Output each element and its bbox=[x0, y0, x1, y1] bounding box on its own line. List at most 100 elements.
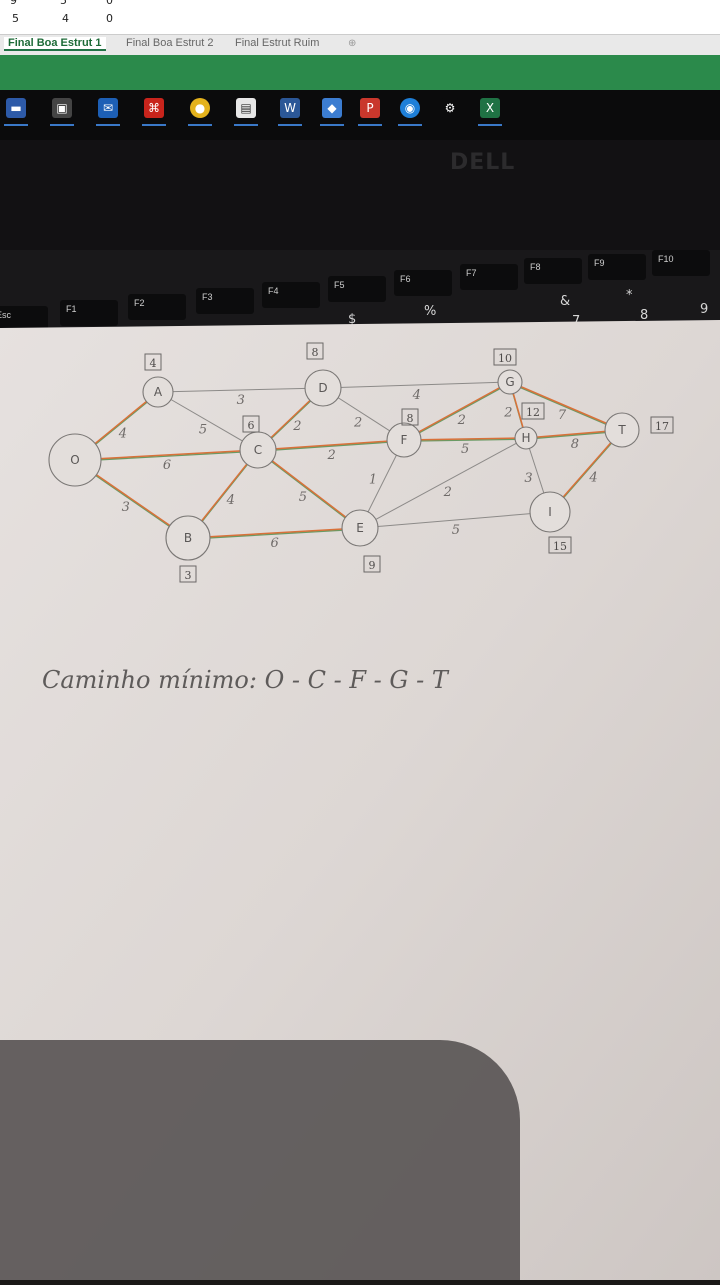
pdf-reader-icon[interactable]: ⌘ bbox=[144, 98, 164, 118]
status-bar bbox=[0, 55, 720, 90]
spreadsheet-cells: 9 5 0 5 4 0 bbox=[0, 0, 720, 34]
cell[interactable]: 5 bbox=[60, 0, 67, 7]
store-icon[interactable]: ▣ bbox=[52, 98, 72, 118]
key-glyph: * bbox=[626, 288, 633, 303]
key-glyph: 9 bbox=[700, 302, 709, 317]
node-mark-box bbox=[548, 536, 572, 554]
key-glyph: 8 bbox=[640, 308, 649, 323]
key-f10: F10 bbox=[652, 250, 710, 276]
node-g bbox=[497, 369, 523, 395]
edge-F-H bbox=[403, 437, 527, 441]
taskbar-indicator bbox=[188, 124, 212, 126]
key-f6: F6 bbox=[394, 270, 452, 296]
sheet-tab-bar: Final Boa Estrut 1 Final Boa Estrut 2 Fi… bbox=[0, 34, 720, 55]
node-mark-box bbox=[242, 415, 260, 433]
edge-F-G bbox=[403, 381, 511, 441]
node-mark-box bbox=[650, 416, 674, 434]
dell-logo: DELL bbox=[450, 150, 516, 175]
cell[interactable]: 0 bbox=[106, 12, 113, 25]
file-explorer-icon[interactable]: ▬ bbox=[6, 98, 26, 118]
node-mark-value: 6 bbox=[248, 419, 255, 432]
edge-E-H bbox=[359, 437, 527, 529]
node-e bbox=[341, 509, 379, 547]
edge-weight: 3 bbox=[524, 471, 532, 486]
cell[interactable]: 5 bbox=[12, 12, 19, 25]
edge-B-E-green bbox=[187, 528, 361, 540]
node-label: E bbox=[356, 521, 364, 535]
edge-weight: 5 bbox=[461, 442, 469, 457]
cell[interactable]: 9 bbox=[10, 0, 17, 7]
edge-icon[interactable]: ◉ bbox=[400, 98, 420, 118]
node-label: I bbox=[548, 505, 552, 519]
node-mark-box bbox=[306, 342, 324, 360]
edge-weight: 6 bbox=[270, 536, 278, 551]
tab-final-boa-estrut-2[interactable]: Final Boa Estrut 2 bbox=[126, 37, 214, 49]
edge-F-H-green bbox=[403, 438, 527, 442]
edge-weight: 2 bbox=[353, 415, 362, 430]
edge-F-G-green bbox=[403, 382, 511, 442]
key-f8: F8 bbox=[524, 258, 582, 284]
node-label: O bbox=[70, 453, 79, 467]
edge-weight: 4 bbox=[226, 493, 235, 508]
files-icon[interactable]: ◆ bbox=[322, 98, 342, 118]
node-i bbox=[529, 491, 571, 533]
tab-final-boa-estrut-1[interactable]: Final Boa Estrut 1 bbox=[4, 37, 106, 51]
cell[interactable]: 4 bbox=[62, 12, 69, 25]
key-f4: F4 bbox=[262, 282, 320, 308]
hand-shadow bbox=[0, 1040, 520, 1280]
key-glyph: % bbox=[424, 304, 437, 319]
key-glyph: 7 bbox=[572, 314, 581, 329]
word-icon[interactable]: W bbox=[280, 98, 300, 118]
tab-final-estrut-ruim[interactable]: Final Estrut Ruim bbox=[235, 37, 320, 49]
edge-weight: 2 bbox=[503, 406, 512, 421]
node-mark-box bbox=[363, 555, 381, 573]
node-label: T bbox=[617, 423, 626, 437]
edge-G-T-green bbox=[509, 382, 623, 432]
mail-icon[interactable]: ✉ bbox=[98, 98, 118, 118]
taskbar-indicator bbox=[398, 124, 422, 126]
browser-icon[interactable]: ● bbox=[190, 98, 210, 118]
node-t bbox=[604, 412, 640, 448]
node-mark-value: 8 bbox=[407, 412, 414, 425]
edge-C-E-green bbox=[257, 450, 361, 530]
node-label: A bbox=[154, 385, 163, 399]
node-label: G bbox=[505, 375, 514, 389]
node-mark-box bbox=[493, 348, 517, 366]
key-f7: F7 bbox=[460, 264, 518, 290]
taskbar: ▬ ▣ ✉ ⌘ ● ▤ W ◆ P ◉ ⚙ X bbox=[0, 90, 720, 140]
laptop-screen: 9 5 0 5 4 0 Final Boa Estrut 1 Final Boa… bbox=[0, 0, 720, 90]
edge-D-G bbox=[322, 381, 511, 389]
edge-G-T bbox=[509, 381, 623, 431]
taskbar-indicator bbox=[234, 124, 258, 126]
edge-weight: 1 bbox=[369, 473, 377, 488]
node-mark-value: 3 bbox=[185, 569, 192, 582]
edge-O-C-green bbox=[74, 450, 259, 462]
node-mark-box bbox=[521, 402, 545, 420]
taskbar-indicator bbox=[142, 124, 166, 126]
edge-C-E bbox=[257, 449, 361, 529]
edge-weight: 6 bbox=[163, 458, 171, 473]
powerpoint-icon[interactable]: P bbox=[360, 98, 380, 118]
gear-icon[interactable]: ⚙ bbox=[440, 98, 460, 118]
cell[interactable]: 0 bbox=[106, 0, 113, 7]
key-glyph: $ bbox=[348, 312, 357, 327]
taskbar-indicator bbox=[358, 124, 382, 126]
add-sheet-icon[interactable]: ⊕ bbox=[348, 38, 357, 49]
node-mark-box bbox=[144, 353, 162, 371]
node-f bbox=[386, 422, 422, 458]
node-mark-value: 4 bbox=[150, 357, 157, 370]
edge-weight: 5 bbox=[452, 523, 460, 538]
edge-C-F bbox=[257, 439, 405, 451]
node-d bbox=[304, 369, 342, 407]
key-f1: F1 bbox=[60, 300, 118, 326]
taskbar-indicator bbox=[96, 124, 120, 126]
edge-E-I bbox=[359, 511, 551, 529]
excel-icon[interactable]: X bbox=[480, 98, 500, 118]
node-o bbox=[48, 433, 102, 487]
node-a bbox=[142, 376, 174, 408]
document-icon[interactable]: ▤ bbox=[236, 98, 256, 118]
node-mark-value: 8 bbox=[312, 346, 319, 359]
node-label: F bbox=[401, 433, 408, 447]
node-label: H bbox=[521, 431, 530, 445]
